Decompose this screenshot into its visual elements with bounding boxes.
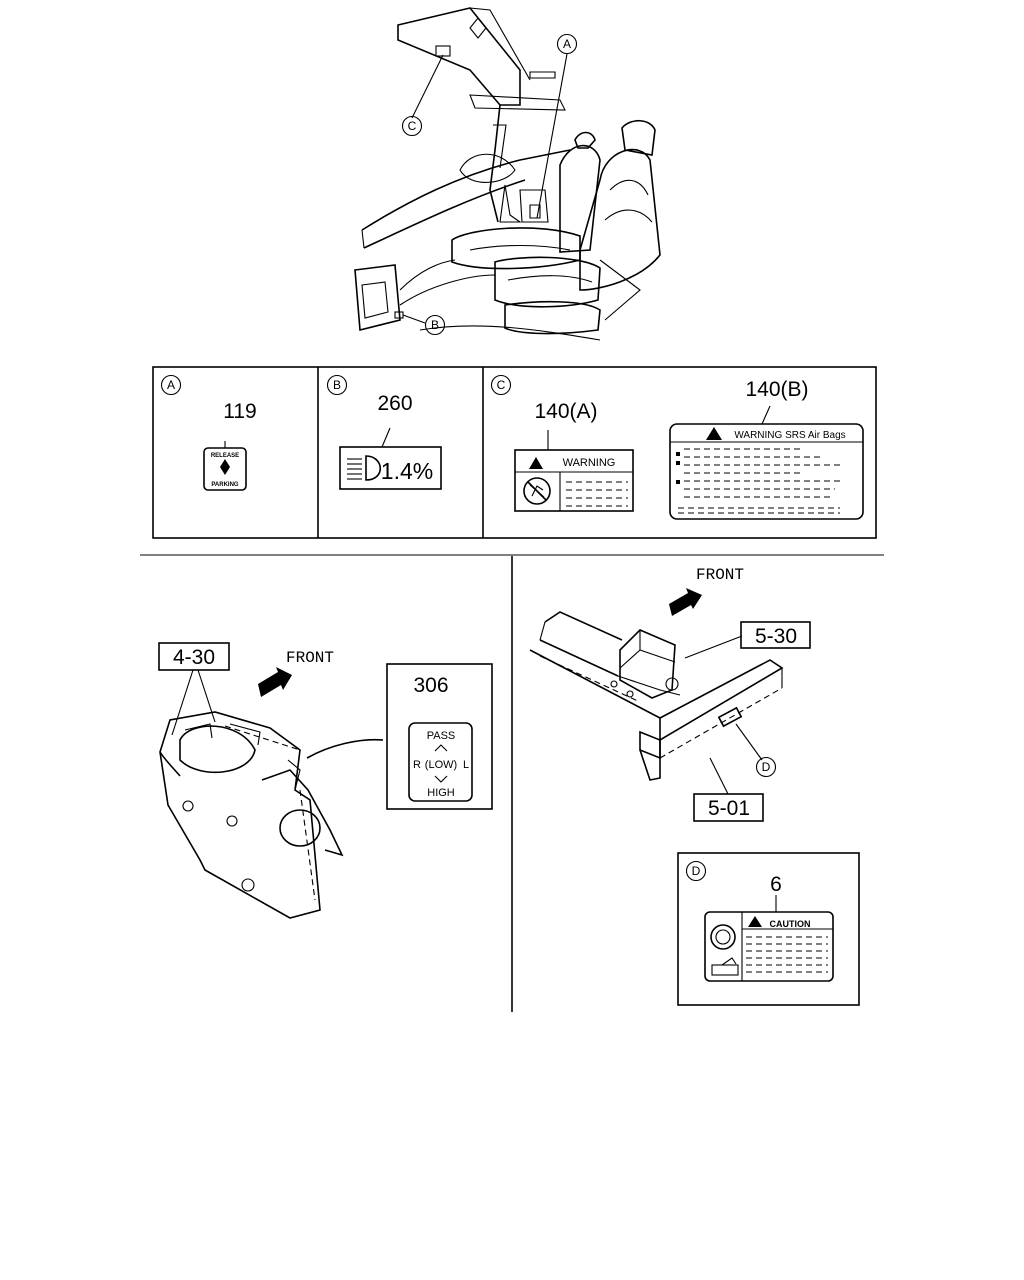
front-arrow-icon (258, 667, 292, 697)
part-number-260: 260 (377, 392, 412, 415)
label-table (152, 366, 877, 539)
label-140a-sticker (514, 449, 634, 512)
label-306-pass: PASS (427, 730, 456, 742)
diamond-arrow-icon (220, 459, 230, 475)
label-6-header: CAUTION (770, 919, 811, 929)
caution-triangle-icon (748, 916, 762, 927)
part-ref-5-01: 5-01 (708, 797, 750, 820)
part-number-140b: 140(B) (745, 378, 808, 401)
label-306-sticker (408, 722, 473, 802)
detail-box-d (677, 852, 860, 1006)
headlamp-icon (347, 455, 382, 481)
cell-c-letter: C (497, 378, 506, 392)
label-260-sticker (339, 446, 442, 490)
part-number-140a: 140(A) (534, 400, 597, 423)
part-ref-box-5-01 (693, 793, 764, 822)
no-child-seat-icon (523, 477, 551, 505)
callout-b-top: B (431, 318, 439, 332)
left-detail (158, 642, 493, 919)
lock-dial-icon (710, 924, 736, 950)
cell-a-letter: A (167, 378, 175, 392)
warning-triangle-icon (529, 457, 543, 469)
label-306-low: (LOW) (425, 759, 457, 771)
cell-b-letter: B (333, 378, 341, 392)
label-306-box (386, 663, 493, 810)
callout-a-top: A (563, 37, 571, 51)
cell-a (160, 374, 247, 491)
label-140b-header: WARNING SRS Air Bags (734, 430, 845, 441)
cell-c (490, 374, 864, 520)
part-ref-4-30: 4-30 (173, 646, 215, 669)
label-6-sticker (704, 911, 834, 982)
label-140a-header: WARNING (563, 457, 616, 469)
part-number-306: 306 (413, 674, 448, 697)
front-label-right: FRONT (696, 566, 744, 584)
part-number-6: 6 (770, 873, 782, 896)
cab-interior-illustration (354, 7, 661, 341)
label-119-parking: PARKING (211, 482, 239, 488)
label-140b-sticker (669, 423, 864, 520)
label-6-location (717, 706, 743, 728)
label-306-high: HIGH (427, 787, 455, 799)
cell-b (326, 374, 442, 490)
callout-d: D (762, 760, 771, 774)
right-detail (529, 588, 860, 1006)
warning-triangle-icon (706, 427, 722, 440)
label-306-l: L (463, 759, 469, 771)
front-arrow-icon (669, 588, 702, 616)
switch-icon (711, 957, 739, 976)
part-ref-5-30: 5-30 (755, 625, 797, 648)
part-ref-box-4-30 (158, 642, 230, 671)
front-label-left: FRONT (286, 649, 334, 667)
label-260-value: 1.4% (381, 458, 433, 484)
part-ref-box-5-30 (740, 621, 811, 649)
label-306-r: R (413, 759, 421, 771)
callout-c-top: C (408, 119, 417, 133)
detail-box-d-letter: D (692, 864, 701, 878)
label-119-release: RELEASE (211, 453, 239, 459)
part-number-119: 119 (223, 400, 256, 423)
